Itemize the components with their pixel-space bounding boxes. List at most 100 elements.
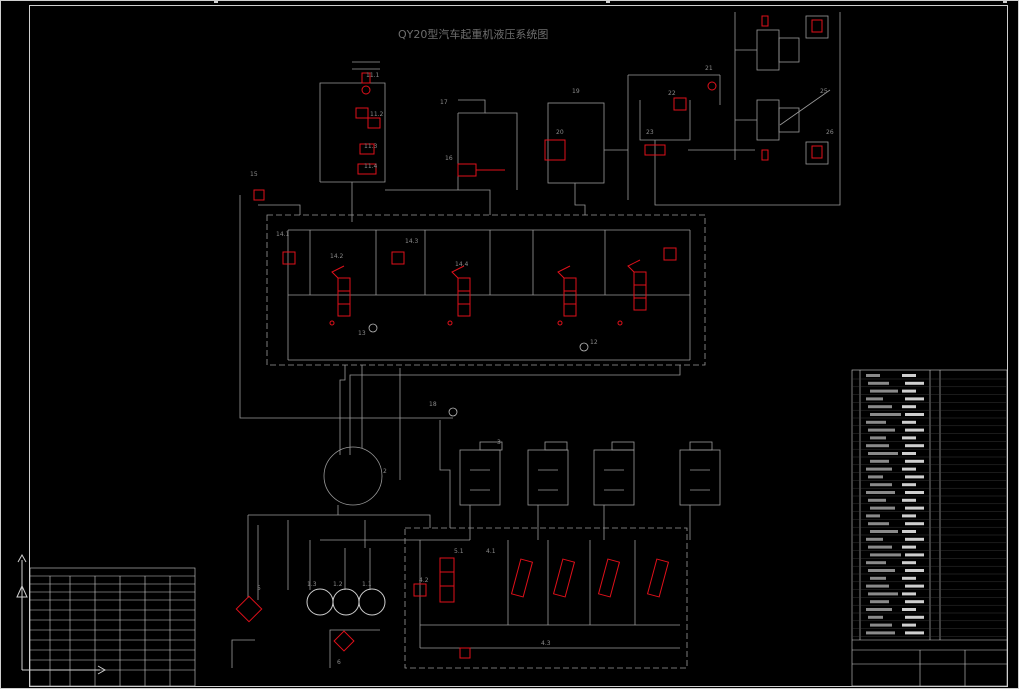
title-block-cell-mark	[905, 584, 924, 588]
svg-text:14.1: 14.1	[276, 231, 290, 238]
title-block-cell-mark	[866, 374, 880, 377]
title-block-cell-mark	[868, 498, 886, 502]
svg-text:14.3: 14.3	[405, 238, 419, 245]
svg-text:1.2: 1.2	[333, 581, 343, 588]
title-block-cell-mark	[905, 600, 924, 604]
title-block-cell-mark	[905, 522, 924, 526]
title-block-cell-mark	[905, 569, 924, 572]
title-block-cell-mark	[902, 498, 916, 502]
valve-6-1	[459, 647, 471, 659]
title-block-cell-mark	[902, 545, 916, 549]
title-block-cell-mark	[868, 475, 883, 479]
title-block-cell-mark	[902, 436, 916, 440]
svg-text:11.3: 11.3	[364, 143, 378, 150]
valve-5-1	[439, 557, 455, 603]
title-block-cell-mark	[902, 576, 916, 580]
valve-4-2	[413, 583, 427, 597]
title-block-cell-mark	[868, 569, 895, 572]
svg-text:3: 3	[497, 439, 501, 446]
title-block	[851, 369, 1008, 687]
title-block-cell-mark	[902, 592, 916, 596]
title-block-cell-mark	[902, 623, 916, 627]
title-block-cell-mark	[868, 428, 895, 432]
title-block-cell-mark	[902, 405, 916, 409]
svg-text:12: 12	[590, 339, 598, 346]
title-block-cell-mark	[905, 413, 924, 416]
title-block-cell-mark	[868, 452, 898, 455]
svg-text:26: 26	[826, 129, 834, 136]
outrigger-cylinders	[459, 441, 721, 506]
svg-text:18: 18	[429, 401, 437, 408]
title-block-cell-mark	[866, 514, 880, 518]
top-marks	[214, 0, 1007, 3]
title-block-cell-mark	[866, 397, 883, 401]
svg-text:17: 17	[440, 99, 448, 106]
title-block-cell-mark	[905, 475, 924, 479]
component-labels: 11.1 11.2 11.3 11.4 15 17 16 19 20 21 22…	[250, 65, 834, 666]
title-block-cell-mark	[870, 506, 895, 510]
valve-16	[457, 163, 477, 177]
relief-valve-a	[282, 251, 296, 265]
title-block-cell-mark	[866, 420, 886, 424]
title-block-cell-mark	[905, 381, 924, 385]
title-block-cell-mark	[902, 467, 916, 471]
title-block-cell-mark	[902, 389, 916, 393]
svg-text:11.1: 11.1	[366, 72, 380, 79]
title-block-cell-mark	[905, 397, 924, 401]
title-block-cell-mark	[905, 428, 924, 432]
title-block-cell-mark	[868, 615, 883, 619]
svg-text:22: 22	[668, 90, 676, 97]
filter-6	[333, 630, 355, 652]
title-block-cell-mark	[902, 420, 916, 424]
title-block-cell-mark	[868, 522, 889, 526]
svg-text:25: 25	[820, 88, 828, 95]
title-block-cell-mark	[868, 405, 892, 409]
title-block-cell-mark	[902, 608, 916, 611]
svg-text:2: 2	[383, 468, 387, 475]
drawing-title: QY20型汽车起重机液压系统图	[398, 27, 548, 41]
title-block-cell-mark	[902, 530, 916, 533]
title-block-cell-mark	[866, 584, 889, 588]
svg-text:21: 21	[705, 65, 713, 72]
title-block-cell-mark	[902, 374, 916, 377]
title-block-cell-mark	[905, 537, 924, 541]
svg-text:11.4: 11.4	[364, 163, 378, 170]
title-block-cell-mark	[866, 491, 895, 494]
title-block-cell-mark	[870, 600, 889, 604]
directional-valve-14-4	[557, 265, 577, 326]
title-block-cell-mark	[866, 561, 886, 565]
directional-valve-14-2	[329, 265, 351, 326]
outrigger-valves	[510, 558, 670, 598]
svg-text:11.2: 11.2	[370, 111, 384, 118]
title-block-cell-mark	[870, 576, 886, 580]
title-block-rows	[852, 374, 1007, 637]
title-block-cell-mark	[868, 545, 892, 549]
title-block-cell-mark	[870, 389, 898, 393]
directional-valve-14-3	[447, 265, 471, 326]
title-block-cell-mark	[902, 514, 916, 518]
svg-text:14.2: 14.2	[330, 253, 344, 260]
title-block-cell-mark	[866, 608, 892, 611]
valve-20	[544, 139, 566, 161]
svg-text:5.1: 5.1	[454, 548, 464, 555]
relief-valve-c	[663, 247, 677, 261]
title-block-cell-mark	[870, 483, 892, 487]
title-block-cell-mark	[905, 615, 924, 619]
title-block-cell-mark	[905, 459, 924, 463]
revision-table	[29, 567, 196, 687]
title-block-cell-mark	[902, 561, 916, 565]
relief-valve-b	[391, 251, 405, 265]
title-block-cell-mark	[866, 537, 883, 541]
svg-text:4.2: 4.2	[419, 577, 429, 584]
filter-5	[235, 595, 263, 623]
svg-text:16: 16	[445, 155, 453, 162]
svg-text:4.1: 4.1	[486, 548, 496, 555]
valve-11-1	[361, 72, 371, 84]
svg-text:23: 23	[646, 129, 654, 136]
hydraulic-components	[235, 15, 823, 659]
svg-text:14.4: 14.4	[455, 261, 469, 268]
directional-valve-14-1	[617, 259, 647, 326]
svg-text:5: 5	[257, 585, 261, 592]
title-block-cell-mark	[905, 506, 924, 510]
